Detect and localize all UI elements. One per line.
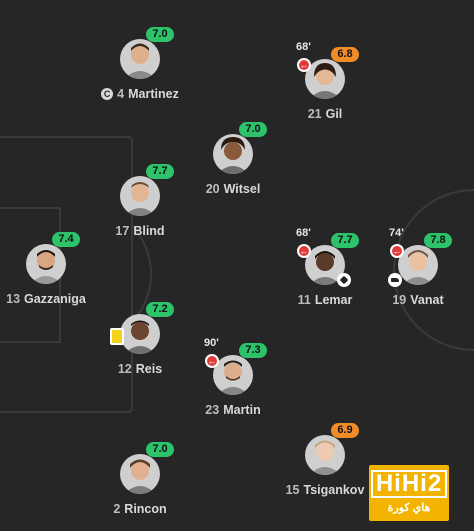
substitution-out-icon: ←: [297, 244, 311, 258]
yellow-card-icon: [110, 328, 124, 345]
player-number: 20: [205, 182, 220, 196]
watermark-logo: HiHi2 هاي كورة: [369, 465, 449, 521]
player-rating: 7.0: [146, 27, 174, 42]
player-name: Martin: [223, 403, 261, 417]
substitution-out-icon: ←: [297, 58, 311, 72]
player-photo: [213, 355, 253, 395]
player-rating: 7.3: [239, 343, 267, 358]
player-photo: [120, 454, 160, 494]
player-photo: [398, 245, 438, 285]
player-rating: 7.4: [52, 232, 80, 247]
substitution-minute: 74': [389, 227, 404, 239]
player-number: 13: [6, 292, 21, 306]
watermark-subtitle: هاي كورة: [387, 502, 431, 514]
substitution-minute: 68': [296, 41, 311, 53]
player-rating: 7.0: [239, 122, 267, 137]
player-number: 11: [297, 293, 311, 307]
player-number: 21: [307, 107, 322, 121]
player-rating: 7.0: [146, 442, 174, 457]
player-rating: 7.2: [146, 302, 174, 317]
player-name: Reis: [135, 362, 163, 376]
player-rating: 7.7: [146, 164, 174, 179]
player-rating: 6.8: [331, 47, 359, 62]
player-name: Lemar: [314, 293, 353, 307]
player-number: 17: [115, 224, 130, 238]
goal-ball-icon: [337, 273, 351, 287]
player-number: 12: [117, 362, 132, 376]
player-name: Rincon: [124, 502, 167, 516]
watermark-title: HiHi2: [369, 470, 449, 498]
substitution-minute: 90': [204, 337, 219, 349]
player-number: 23: [205, 403, 220, 417]
substitution-out-icon: ←: [205, 354, 219, 368]
player-name: Vanat: [410, 293, 444, 307]
player-name: Gil: [325, 107, 343, 121]
player-rating: 7.8: [424, 233, 452, 248]
substitution-out-icon: ←: [390, 244, 404, 258]
player-photo: [120, 314, 160, 354]
player-photo: [305, 435, 345, 475]
player-photo: [120, 176, 160, 216]
player-number: 4: [117, 87, 125, 101]
player-rating: 7.7: [331, 233, 359, 248]
substitution-minute: 68': [296, 227, 311, 239]
player-name: Gazzaniga: [24, 292, 86, 306]
player-photo: [305, 59, 345, 99]
player-name: Tsigankov: [303, 483, 365, 497]
player-photo: [26, 244, 66, 284]
player-name: Martinez: [128, 87, 179, 101]
player-name: Blind: [133, 224, 165, 238]
player-rating: 6.9: [331, 423, 359, 438]
player-photo: [120, 39, 160, 79]
player-number: 2: [113, 502, 121, 516]
assist-boot-icon: [388, 273, 402, 287]
captain-icon: C: [101, 88, 114, 100]
player-number: 15: [285, 483, 300, 497]
player-photo: [213, 134, 253, 174]
player-name: Witsel: [223, 182, 261, 196]
player-number: 19: [392, 293, 407, 307]
